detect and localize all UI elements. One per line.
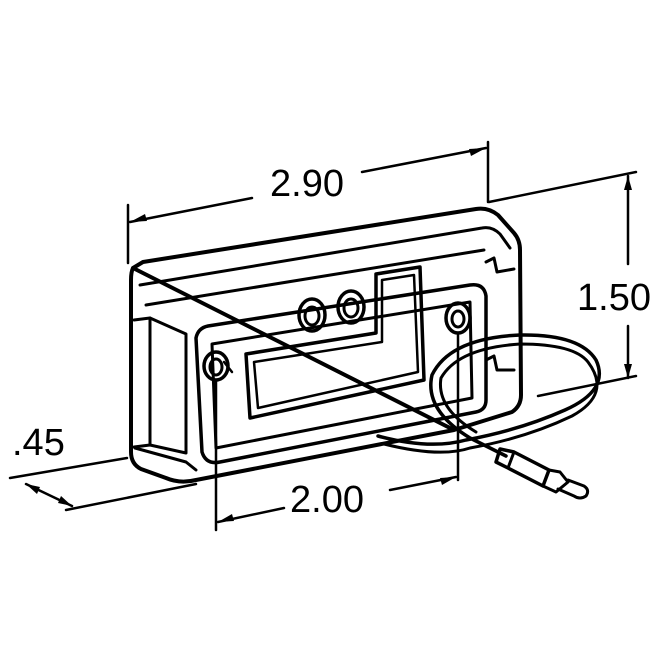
top-face-edge-2	[144, 248, 486, 307]
dimension-width: 2.90	[126, 140, 490, 265]
dimension-label-mount-spacing: 2.00	[290, 479, 364, 521]
dimension-label-width: 2.90	[270, 163, 344, 205]
left-bottom-lip	[133, 446, 198, 472]
arrow-head	[218, 514, 234, 522]
arrow-head	[130, 214, 147, 222]
dimension-height: 1.50	[487, 170, 651, 398]
bezel-outer	[194, 282, 488, 465]
right-flange-top	[484, 256, 516, 274]
arrow-head	[624, 364, 632, 378]
arrow-head	[469, 148, 486, 156]
arrow-head	[26, 484, 40, 494]
right-flange-bottom	[484, 354, 516, 372]
lamp-body	[129, 206, 523, 484]
dimension-mount-spacing: 2.00	[214, 332, 460, 532]
wire-loop-inner	[382, 342, 599, 454]
mount-hole-left	[202, 350, 234, 382]
mount-hole-right	[444, 301, 472, 335]
contact-hole-1	[297, 297, 327, 333]
left-flange	[132, 316, 188, 455]
wire-pigtail	[376, 333, 602, 500]
dimension-label-depth: .45	[12, 422, 65, 464]
dimension-label-height: 1.50	[577, 277, 651, 319]
contact-hole-2	[336, 289, 366, 325]
arrow-head	[58, 496, 72, 506]
arrow-head	[624, 176, 632, 190]
housing-outline	[129, 206, 523, 484]
pocket-outline	[244, 265, 426, 420]
bullet-connector	[494, 447, 590, 500]
bezel-inner	[210, 300, 474, 450]
dimension-depth: .45	[8, 422, 198, 512]
top-face-edge	[138, 226, 512, 287]
arrow-head	[440, 477, 456, 485]
pocket-inner	[252, 273, 420, 410]
wire-loop-outer	[376, 333, 602, 458]
